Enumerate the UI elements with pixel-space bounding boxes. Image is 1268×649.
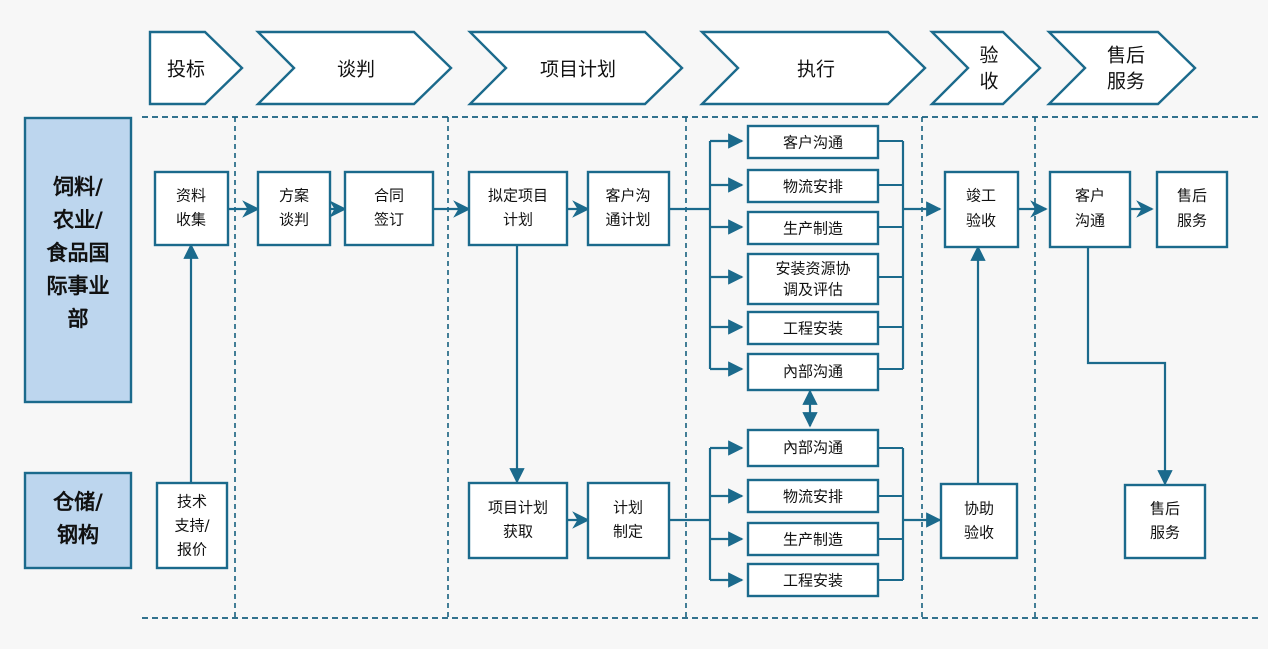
node-logistics-arrangement-bottom[interactable]: 物流安排	[746, 478, 880, 514]
node-assisted-acceptance[interactable]: 协助 验收	[939, 482, 1019, 560]
node-internal-communication-top[interactable]: 內部沟通	[746, 352, 880, 392]
node-production-manufacturing-bottom[interactable]: 生产制造	[746, 521, 880, 557]
node-box	[746, 428, 880, 468]
node-after-sales-service-top[interactable]: 售后 服务	[1155, 170, 1229, 249]
node-draft-project-plan[interactable]: 拟定项目 计划	[467, 170, 569, 247]
connectors	[183, 133, 1173, 588]
node-customer-communication-aftersales[interactable]: 客户 沟通	[1048, 170, 1132, 249]
node-box	[746, 210, 880, 246]
node-logistics-arrangement-top[interactable]: 物流安排	[746, 168, 880, 204]
node-box	[1155, 170, 1229, 249]
node-box	[746, 352, 880, 392]
node-box	[746, 478, 880, 514]
node-production-manufacturing-top[interactable]: 生产制造	[746, 210, 880, 246]
lane-label-feed-agri-food[interactable]: 饲料/ 农业/ 食品国 际事业 部	[23, 116, 133, 404]
node-box	[586, 481, 671, 560]
node-after-sales-service-bottom[interactable]: 售后 服务	[1123, 483, 1207, 560]
node-box	[256, 170, 332, 247]
node-completion-acceptance[interactable]: 竣工 验收	[943, 170, 1020, 249]
lane-label-warehouse-steel[interactable]: 仓储/ 钢构	[23, 471, 133, 570]
node-engineering-installation-bottom[interactable]: 工程安装	[746, 562, 880, 598]
node-engineering-installation-top[interactable]: 工程安装	[746, 310, 880, 346]
node-box	[746, 168, 880, 204]
node-internal-communication-bottom[interactable]: 內部沟通	[746, 428, 880, 468]
node-box	[343, 170, 435, 247]
node-box	[467, 481, 569, 560]
node-box	[746, 562, 880, 598]
node-customer-communication-exec[interactable]: 客户沟通	[746, 124, 880, 160]
node-contract-signing[interactable]: 合同 签订	[343, 170, 435, 247]
node-plan-formulation[interactable]: 计划 制定	[586, 481, 671, 560]
node-customer-comm-plan[interactable]: 客户沟 通计划	[586, 170, 671, 247]
node-box	[1048, 170, 1132, 249]
node-box	[943, 170, 1020, 249]
lane-box-2	[23, 471, 133, 570]
conn-n13-n23	[1086, 247, 1173, 486]
node-installation-resource-coordination[interactable]: 安装资源协 调及评估	[746, 252, 880, 306]
node-box	[467, 170, 569, 247]
node-tech-support-quotation[interactable]: 技术 支持/ 报价	[155, 481, 229, 570]
node-box	[586, 170, 671, 247]
lane-box-1	[23, 116, 133, 404]
node-project-plan-retrieval[interactable]: 项目计划 获取	[467, 481, 569, 560]
node-plan-negotiation[interactable]: 方案 谈判	[256, 170, 332, 247]
node-data-collection[interactable]: 资料 收集	[153, 170, 230, 247]
node-box	[1123, 483, 1207, 560]
node-box	[746, 252, 880, 306]
node-box	[746, 124, 880, 160]
node-box	[746, 521, 880, 557]
node-box	[155, 481, 229, 570]
node-box	[939, 482, 1019, 560]
node-box	[153, 170, 230, 247]
node-box	[746, 310, 880, 346]
